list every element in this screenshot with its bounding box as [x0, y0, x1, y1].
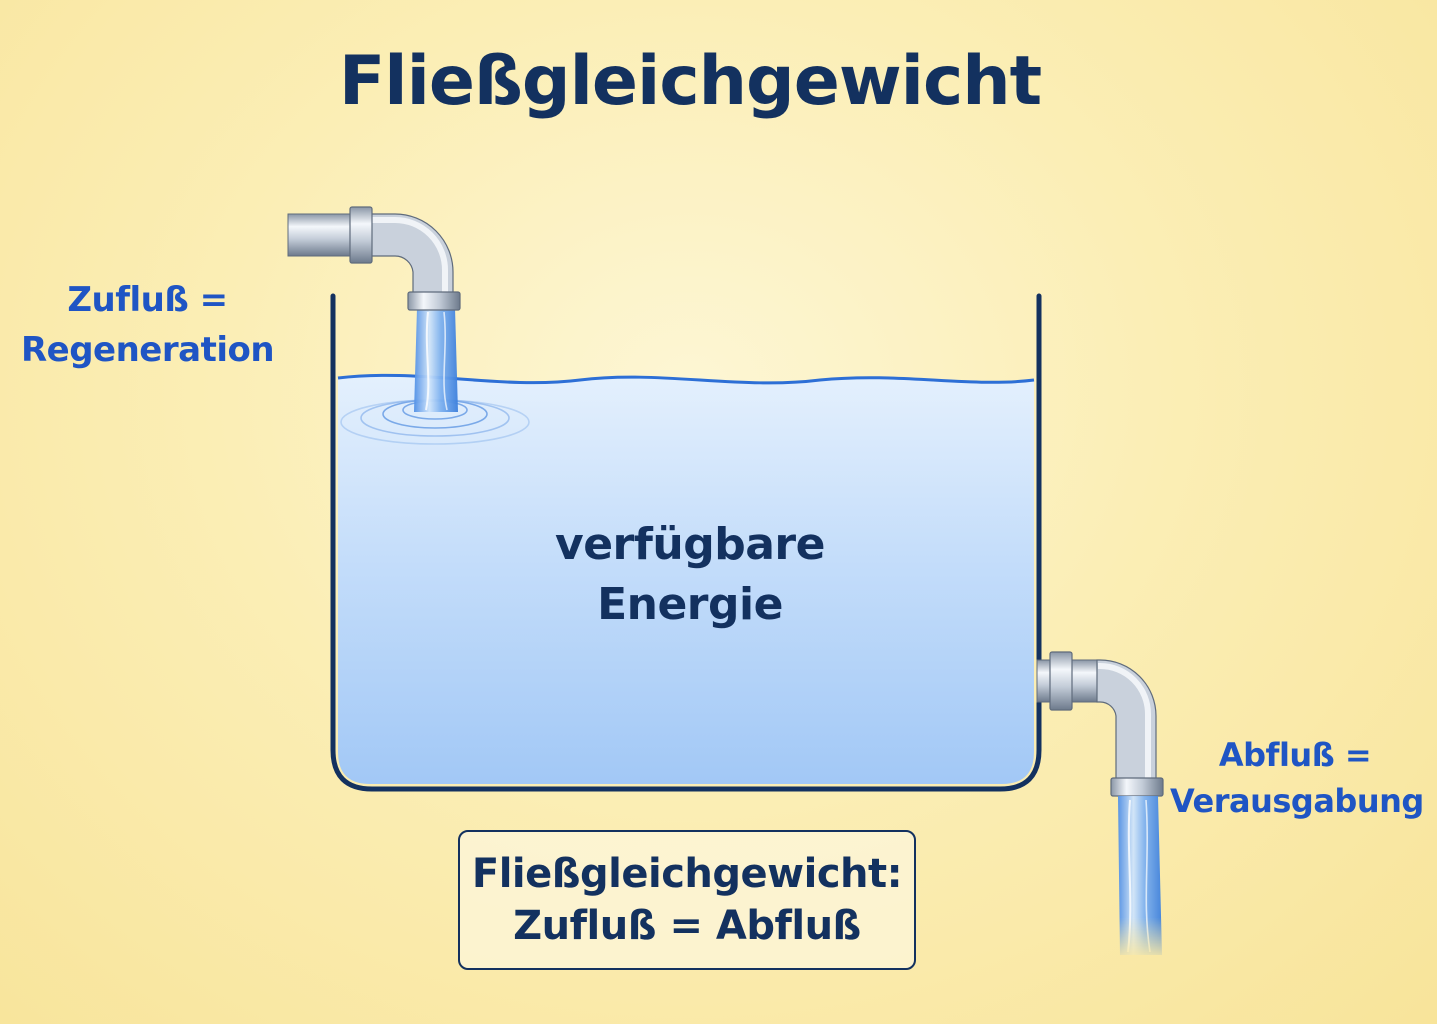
formula-line1: Fließgleichgewicht: — [471, 851, 903, 897]
formula-box: Fließgleichgewicht: Zufluß = Abfluß — [458, 830, 916, 970]
inflow-pipe-icon — [287, 206, 461, 311]
outflow-label: Abfluß = Verausgabung — [1170, 732, 1424, 824]
outflow-pipe-icon — [1036, 651, 1164, 797]
inflow-stream — [414, 308, 458, 412]
tank-label-line2: Energie — [597, 579, 783, 630]
tank-label: verfügbare Energie — [480, 515, 900, 635]
outflow-stream — [1118, 796, 1162, 955]
water-surface — [337, 373, 1035, 385]
tank-outline — [330, 293, 1042, 792]
inflow-label: Zufluß = Regeneration — [20, 275, 275, 375]
inflow-label-line1: Zufluß = — [67, 280, 228, 320]
outflow-label-line2: Verausgabung — [1170, 782, 1424, 820]
outflow-label-line1: Abfluß = — [1218, 736, 1372, 774]
page-title: Fließgleichgewicht — [338, 42, 1042, 121]
tank-label-line1: verfügbare — [555, 519, 825, 570]
water-body — [338, 375, 1034, 784]
formula-line2: Zufluß = Abfluß — [513, 903, 861, 949]
inflow-label-line2: Regeneration — [20, 330, 275, 370]
